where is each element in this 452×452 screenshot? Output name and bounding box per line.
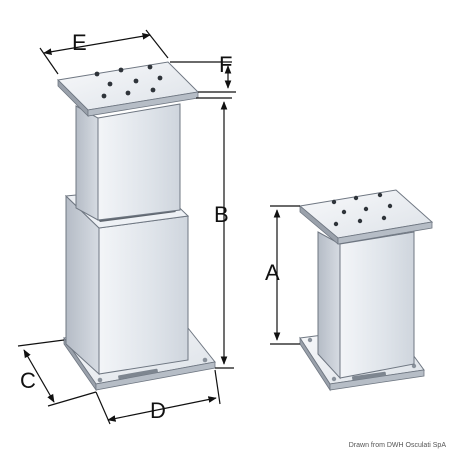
housing-small <box>317 226 415 380</box>
top-plate-small <box>298 189 434 245</box>
retracted-column <box>298 189 434 392</box>
dimension-C-line <box>23 349 55 403</box>
label-C: C <box>20 368 36 393</box>
top-plate <box>56 61 200 117</box>
label-F: F <box>219 52 232 77</box>
label-D: D <box>150 398 166 423</box>
dimension-D-line <box>107 396 217 422</box>
dimension-lines <box>17 29 300 425</box>
credit-text: Drawn from DWH Osculati SpA <box>348 442 446 449</box>
dimension-E-line <box>43 32 151 56</box>
upper-inner-column <box>75 103 181 221</box>
label-E: E <box>72 30 87 55</box>
label-B: B <box>214 202 229 227</box>
extended-column <box>56 61 216 392</box>
label-A: A <box>265 260 280 285</box>
